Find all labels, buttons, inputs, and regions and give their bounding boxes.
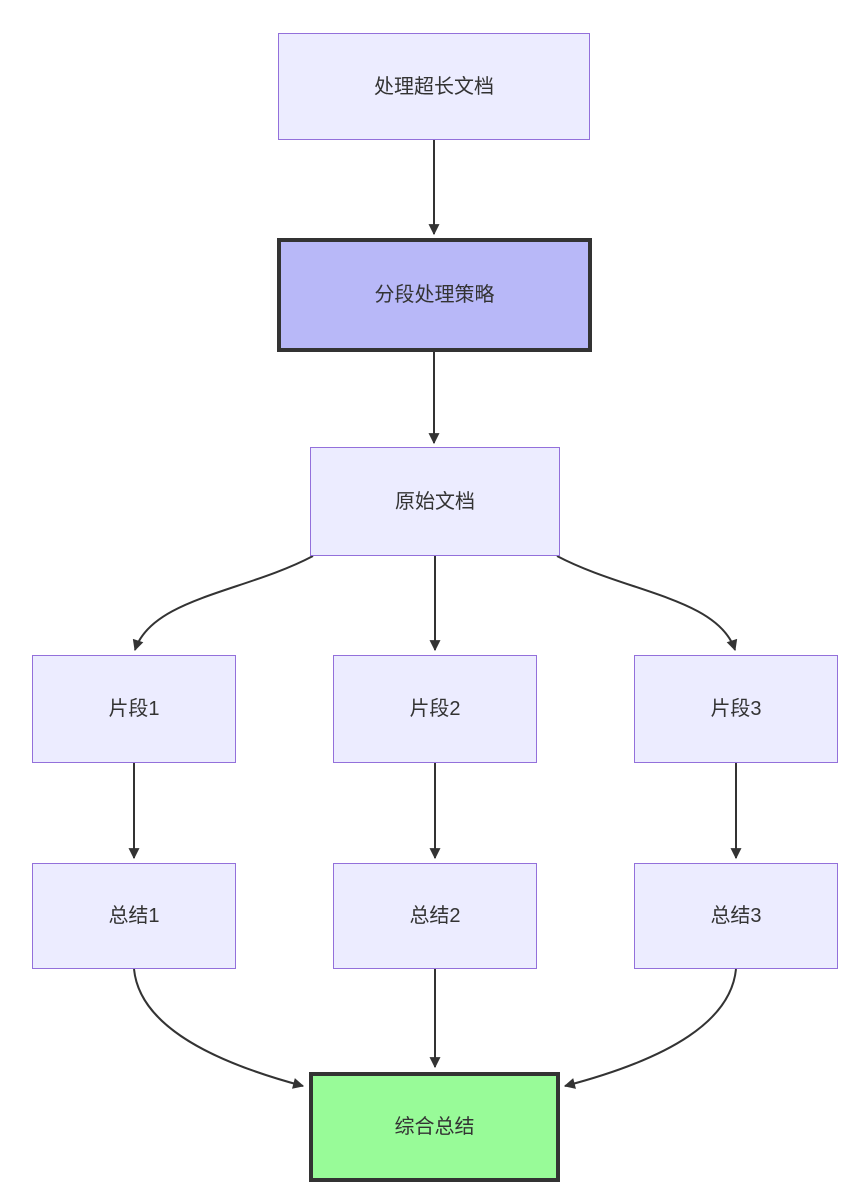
edge-doc-frag1 <box>132 555 314 652</box>
node-summary-3: 总结3 <box>634 863 838 969</box>
edge-sum1-final <box>133 968 305 1089</box>
node-label: 处理超长文档 <box>374 75 494 98</box>
node-label: 总结1 <box>108 905 160 927</box>
node-fragment-3: 片段3 <box>634 655 838 763</box>
node-fragment-1: 片段1 <box>32 655 236 763</box>
node-label: 原始文档 <box>395 490 475 513</box>
node-original-document: 原始文档 <box>310 447 560 556</box>
node-label: 片段2 <box>409 698 461 720</box>
node-label: 分段处理策略 <box>374 284 495 306</box>
node-label: 总结2 <box>409 905 461 927</box>
node-segmentation-strategy: 分段处理策略 <box>277 238 592 352</box>
node-fragment-2: 片段2 <box>333 655 537 763</box>
node-summary-2: 总结2 <box>333 863 537 969</box>
node-label: 总结3 <box>710 905 762 927</box>
edge-sum3-final <box>563 968 737 1089</box>
node-label: 综合总结 <box>394 1116 475 1138</box>
node-label: 片段1 <box>108 698 160 720</box>
edge-doc-frag3 <box>556 555 738 652</box>
node-label: 片段3 <box>710 698 762 720</box>
node-final-summary: 综合总结 <box>309 1072 560 1182</box>
node-process-long-doc: 处理超长文档 <box>278 33 590 140</box>
node-summary-1: 总结1 <box>32 863 236 969</box>
